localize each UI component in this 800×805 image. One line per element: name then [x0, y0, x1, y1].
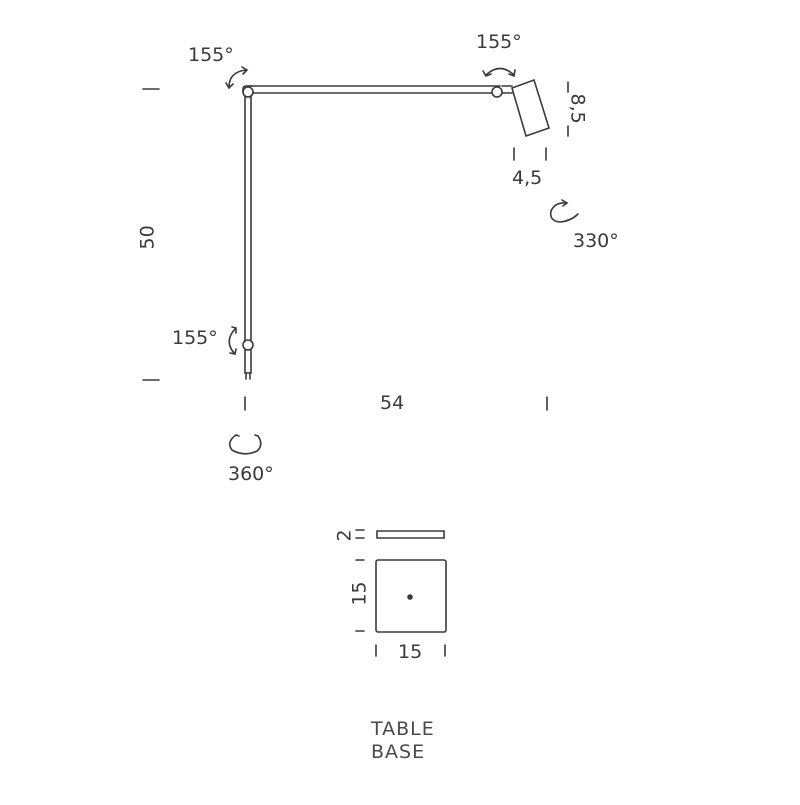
lamp-head — [511, 78, 550, 138]
top-joint-rotation-arrow-icon — [226, 67, 247, 88]
reach-dimension-label: 54 — [380, 392, 405, 414]
horizontal-arm — [249, 86, 500, 93]
head-rotation-arrow-icon — [551, 200, 578, 222]
base-rotation-arrow-icon — [230, 435, 261, 454]
head-joint-rotation-arrow-icon — [483, 69, 515, 77]
head-width-dimension-label: 4,5 — [512, 167, 543, 189]
head-rotation-angle-label: 330° — [573, 230, 619, 252]
height-dimension-label: 50 — [136, 225, 159, 250]
bottom-joint-angle-label: 155° — [172, 327, 218, 349]
vertical-arm — [245, 94, 251, 379]
caption-line-1: TABLE — [371, 718, 435, 740]
base-rotation-angle-label: 360° — [228, 463, 274, 485]
top-joint-angle-label: 155° — [188, 44, 234, 66]
base-thickness-label: 2 — [333, 529, 356, 542]
top-joint — [243, 87, 253, 97]
base-depth-label: 15 — [348, 581, 371, 606]
base-top-view — [376, 560, 446, 632]
base-side-plate — [377, 531, 444, 538]
base-caption: TABLE BASE — [371, 718, 435, 764]
base-mount-point — [408, 595, 412, 599]
head-joint — [492, 87, 502, 97]
base-width-label: 15 — [398, 641, 423, 663]
caption-line-2: BASE — [371, 741, 426, 763]
bottom-joint — [243, 340, 253, 350]
head-joint-angle-label: 155° — [476, 31, 522, 53]
bottom-joint-rotation-arrow-icon — [229, 327, 236, 354]
corner-cap — [243, 86, 252, 92]
head-height-dimension-label: 8,5 — [566, 93, 589, 124]
